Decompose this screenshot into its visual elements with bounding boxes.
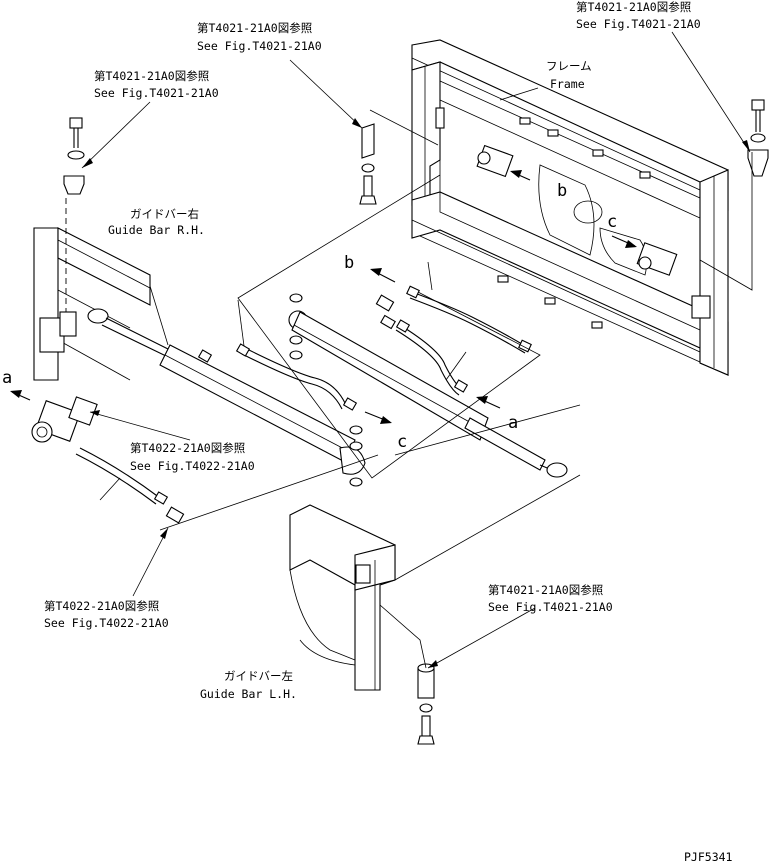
leader-lines <box>81 31 753 669</box>
frame-label-jp: フレーム <box>546 59 592 73</box>
bolts-washers <box>63 99 769 745</box>
ref-top-center-en: See Fig.T4021-21A0 <box>197 39 322 53</box>
ref-top-right-jp: 第T4021-21A0図参照 <box>576 0 691 14</box>
marker-a-left: a <box>2 368 12 388</box>
ref-low-right-jp: 第T4021-21A0図参照 <box>488 583 603 597</box>
ref-top-right-en: See Fig.T4021-21A0 <box>576 17 701 31</box>
ref-low-right-en: See Fig.T4021-21A0 <box>488 600 613 614</box>
ref-mid-en: See Fig.T4022-21A0 <box>130 459 255 473</box>
frame-valve-left <box>435 107 514 178</box>
frame-label-en: Frame <box>550 77 585 91</box>
guide-lh-label-en: Guide Bar L.H. <box>200 687 297 701</box>
marker-b-center: b <box>344 253 354 273</box>
ref-top-center-jp: 第T4021-21A0図参照 <box>197 21 312 35</box>
guide-bar-lh <box>289 504 396 691</box>
ref-top-left-jp: 第T4021-21A0図参照 <box>94 69 209 83</box>
marker-b-frame: b <box>557 181 567 201</box>
marker-a-right: a <box>508 413 518 433</box>
tilt-cylinder-left <box>87 308 366 475</box>
marker-c-frame: c <box>607 212 617 232</box>
frame-valve-right <box>636 242 711 319</box>
ref-low-left-en: See Fig.T4022-21A0 <box>44 616 169 630</box>
drawing-code: PJF5341 <box>684 850 733 864</box>
guide-rh-label-en: Guide Bar R.H. <box>108 223 205 237</box>
guide-bar-rh <box>33 198 151 381</box>
guide-lh-label-jp: ガイドバー左 <box>224 669 293 683</box>
flow-valve-a <box>31 396 98 443</box>
ref-top-left-en: See Fig.T4021-21A0 <box>94 86 219 100</box>
guide-rh-label-jp: ガイドバー右 <box>130 207 199 221</box>
frame-assembly <box>411 39 729 376</box>
ref-mid-jp: 第T4022-21A0図参照 <box>130 441 245 455</box>
marker-c-center: c <box>397 432 407 452</box>
flow-arrows <box>10 170 637 424</box>
ref-low-left-jp: 第T4022-21A0図参照 <box>44 599 159 613</box>
